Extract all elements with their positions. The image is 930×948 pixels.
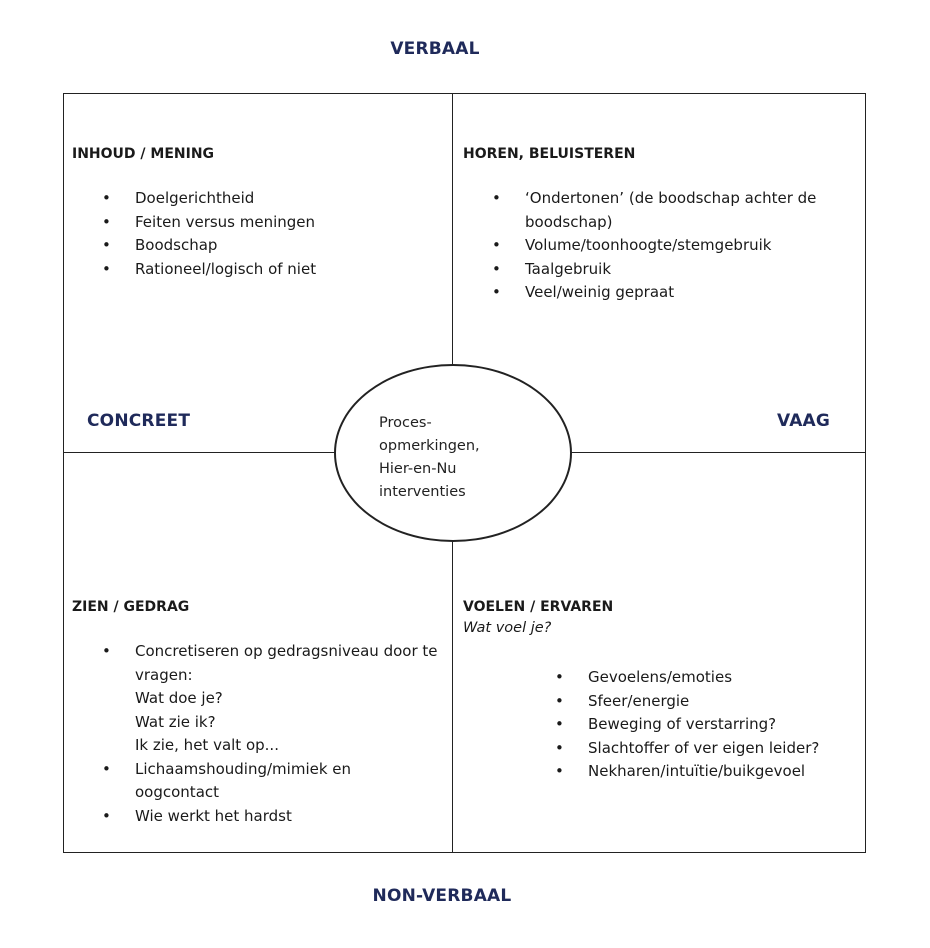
bullet-list: Gevoelens/emoties Sfeer/energie Beweging…	[555, 666, 858, 784]
list-item: Sfeer/energie	[555, 690, 858, 714]
quadrant-bottom-right: VOELEN / ERVAREN Wat voel je? Gevoelens/…	[463, 598, 858, 784]
center-label-line: Proces-	[379, 415, 432, 431]
list-item: Gevoelens/emoties	[555, 666, 858, 690]
center-label-line: interventies	[379, 484, 466, 500]
list-subline: Wat zie ik?	[135, 712, 216, 731]
bullet-list: ‘Ondertonen’ (de boodschap achter de boo…	[492, 187, 858, 305]
quadrant-grid-frame	[63, 93, 866, 853]
list-item: Nekharen/intuïtie/buikgevoel	[555, 760, 858, 784]
list-subline: Ik zie, het valt op...	[135, 736, 279, 754]
list-item: ‘Ondertonen’ (de boodschap achter de boo…	[492, 187, 845, 234]
list-item: Boodschap	[102, 234, 447, 258]
list-item-text: Concretiseren op gedragsniveau door te v…	[135, 642, 438, 684]
axis-label-left: CONCREET	[87, 411, 191, 431]
axis-label-bottom: NON-VERBAAL	[372, 886, 512, 906]
list-item: Feiten versus meningen	[102, 211, 447, 235]
center-label-line: Hier-en-Nu	[379, 461, 457, 477]
center-label-line: opmerkingen,	[379, 438, 480, 454]
list-item: Taalgebruik	[492, 258, 858, 282]
list-item: Beweging of verstarring?	[555, 713, 858, 737]
center-label: Proces- opmerkingen, Hier-en-Nu interven…	[379, 412, 539, 504]
quadrant-title: VOELEN / ERVAREN	[463, 599, 614, 615]
list-item: Volume/toonhoogte/stemgebruik	[492, 234, 858, 258]
list-item: Concretiseren op gedragsniveau door te v…	[102, 640, 455, 758]
center-circle	[334, 364, 572, 542]
list-item: Rationeel/logisch of niet	[102, 258, 447, 282]
list-item: Slachtoffer of ver eigen leider?	[555, 737, 858, 761]
list-subline: Wat doe je?	[135, 689, 223, 707]
quadrant-top-right: HOREN, BELUISTEREN ‘Ondertonen’ (de bood…	[463, 145, 858, 305]
quadrant-title: INHOUD / MENING	[72, 146, 215, 162]
quadrant-title: HOREN, BELUISTEREN	[463, 146, 636, 162]
list-item: Lichaamshouding/mimiek en oogcontact	[102, 758, 425, 805]
quadrant-subtitle: Wat voel je?	[463, 620, 552, 636]
bullet-list: Doelgerichtheid Feiten versus meningen B…	[102, 187, 447, 281]
axis-label-top: VERBAAL	[390, 39, 480, 59]
axis-label-right: VAAG	[777, 411, 831, 431]
bullet-list: Concretiseren op gedragsniveau door te v…	[102, 640, 447, 828]
list-item: Wie werkt het hardst	[102, 805, 447, 829]
list-item: Veel/weinig gepraat	[492, 281, 858, 305]
quadrant-top-left: INHOUD / MENING Doelgerichtheid Feiten v…	[72, 145, 447, 281]
list-item: Doelgerichtheid	[102, 187, 447, 211]
quadrant-bottom-left: ZIEN / GEDRAG Concretiseren op gedragsni…	[72, 598, 447, 828]
quadrant-title: ZIEN / GEDRAG	[72, 599, 190, 615]
